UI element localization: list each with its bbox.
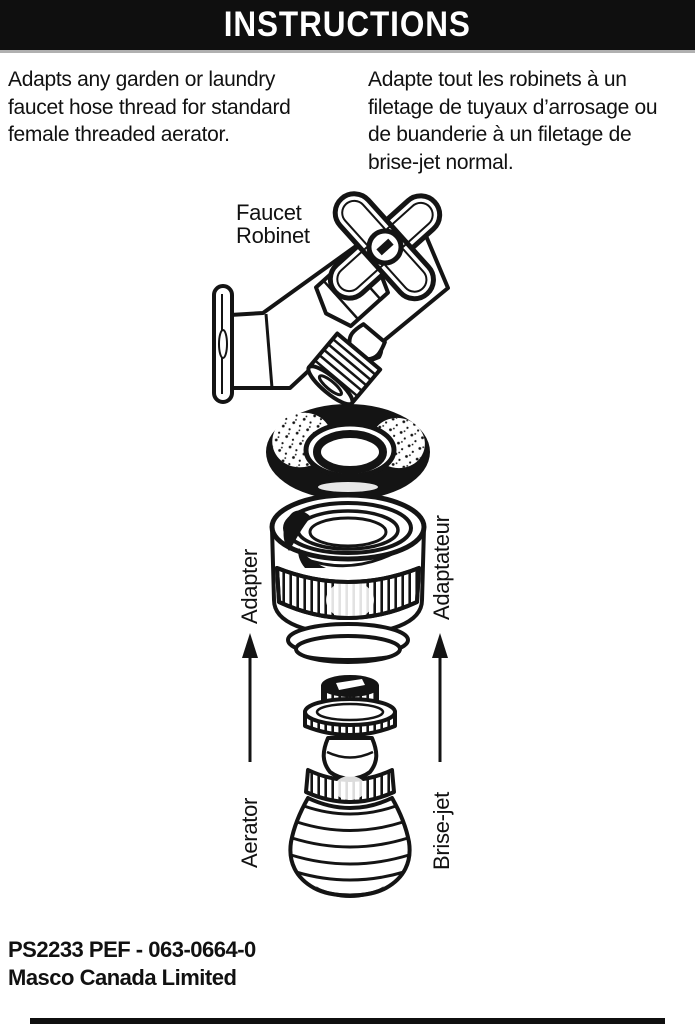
footer-info: PS2233 PEF - 063-0664-0 Masco Canada Lim… [8, 936, 463, 1024]
intro-english-line: Adapts any garden or laundry [8, 68, 276, 91]
aerator-label-fr: Brise-jet [429, 792, 454, 870]
intro-french: Adapte tout les robinets à un filetage d… [368, 66, 693, 176]
intro-english-line: female threaded aerator. [8, 123, 230, 146]
intro-french-line: de buanderie à un filetage de [368, 123, 632, 146]
intro-english-line: faucet hose thread for standard [8, 95, 291, 119]
intro-french-line: brise-jet normal. [368, 150, 514, 174]
aerator-drawing [288, 675, 412, 898]
adapter-drawing [269, 492, 427, 664]
washer-drawing [266, 404, 430, 500]
footer-bar [30, 1018, 665, 1024]
faucet-drawing [212, 191, 450, 407]
intro-english: Adapts any garden or laundry faucet hose… [8, 66, 358, 149]
assembly-arrow-left [242, 633, 258, 762]
intro-french-line: filetage de tuyaux d’arrosage ou [368, 95, 658, 119]
page-title: INSTRUCTIONS [223, 5, 472, 44]
model-number: PS2233 PEF - 063-0664-0 [8, 937, 256, 962]
adapter-label-en: Adapter [237, 549, 262, 624]
header-bar: INSTRUCTIONS [0, 0, 695, 53]
faucet-label-fr: Robinet [236, 223, 310, 248]
intro-french-line: Adapte tout les robinets à un [368, 68, 627, 91]
company-name: Masco Canada Limited [8, 964, 237, 990]
faucet-label-en: Faucet [236, 200, 302, 225]
aerator-label-en: Aerator [237, 797, 262, 868]
assembly-arrow-right [432, 633, 448, 762]
adapter-label-fr: Adaptateur [429, 515, 454, 620]
faucet-label: Faucet Robinet [236, 201, 310, 247]
